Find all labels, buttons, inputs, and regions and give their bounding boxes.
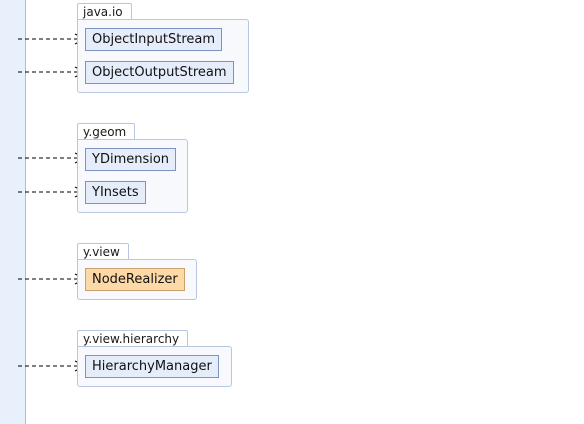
left-panel-strip: [0, 0, 26, 424]
class-node[interactable]: YInsets: [85, 181, 146, 204]
class-node[interactable]: ObjectOutputStream: [85, 61, 234, 84]
package-body: HierarchyManager: [77, 346, 232, 387]
class-node[interactable]: ObjectInputStream: [85, 28, 223, 51]
package-y-view[interactable]: y.view NodeRealizer: [77, 243, 197, 300]
package-tab: y.geom: [77, 123, 136, 140]
package-y-geom[interactable]: y.geom YDimension YInsets: [77, 123, 188, 213]
package-body: YDimension YInsets: [77, 139, 188, 213]
package-tab: java.io: [77, 3, 132, 20]
package-tab: y.view.hierarchy: [77, 330, 189, 347]
package-body: ObjectInputStream ObjectOutputStream: [77, 19, 249, 93]
package-body: NodeRealizer: [77, 259, 197, 300]
package-tab: y.view: [77, 243, 129, 260]
class-node-highlighted[interactable]: NodeRealizer: [85, 268, 185, 291]
package-java-io[interactable]: java.io ObjectInputStream ObjectOutputSt…: [77, 3, 249, 93]
package-y-view-hierarchy[interactable]: y.view.hierarchy HierarchyManager: [77, 330, 232, 387]
class-node[interactable]: YDimension: [85, 148, 177, 171]
class-node[interactable]: HierarchyManager: [85, 355, 219, 378]
